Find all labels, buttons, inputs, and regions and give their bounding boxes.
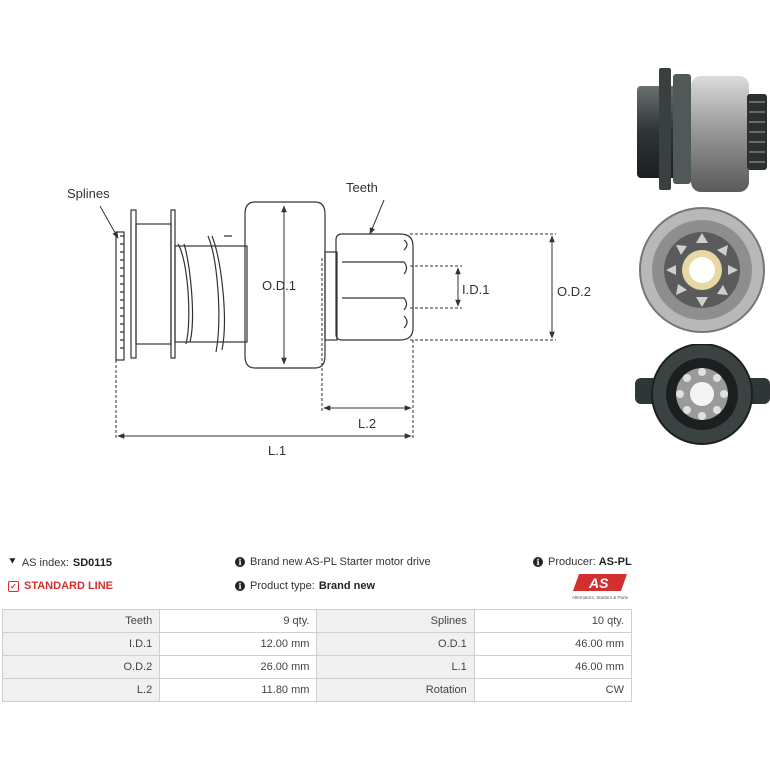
spec-label: Teeth xyxy=(1,609,161,633)
spec-label: Splines xyxy=(316,609,475,633)
info-icon: i xyxy=(533,557,543,567)
spec-label: O.D.1 xyxy=(316,632,475,656)
id1-label: I.D.1 xyxy=(462,282,489,297)
description: i Brand new AS-PL Starter motor drive xyxy=(235,556,431,568)
product-photo-front xyxy=(639,207,765,333)
producer: i Producer: AS-PL xyxy=(533,556,632,568)
spec-value: 11.80 mm xyxy=(159,678,318,702)
table-row: I.D.1 12.00 mm O.D.1 46.00 mm xyxy=(1,632,633,656)
spec-table: Teeth 9 qty. Splines 10 qty. I.D.1 12.00… xyxy=(1,609,633,702)
spec-value: 26.00 mm xyxy=(159,655,318,679)
od2-label: O.D.2 xyxy=(557,284,591,299)
table-row: O.D.2 26.00 mm L.1 46.00 mm xyxy=(1,655,633,679)
spec-label: I.D.1 xyxy=(1,632,161,656)
spec-label: L.1 xyxy=(316,655,475,679)
spec-value: CW xyxy=(473,678,633,702)
splines-leader xyxy=(99,205,119,239)
splines-teeth xyxy=(120,235,124,349)
as-index-value: SD0115 xyxy=(72,556,113,569)
od1-label: O.D.1 xyxy=(262,278,296,293)
check-icon: ✓ xyxy=(8,580,19,592)
spring xyxy=(177,235,232,353)
shaft xyxy=(174,245,248,343)
standard-line[interactable]: ✓ STANDARD LINE xyxy=(8,580,113,592)
splines-label: Splines xyxy=(67,186,110,201)
tag-icon: ⯆ xyxy=(8,556,17,568)
spec-label: Rotation xyxy=(316,678,475,702)
spec-label: O.D.2 xyxy=(1,655,161,679)
flange xyxy=(130,209,137,359)
product-info: ⯆ AS index: SD0115 ✓ STANDARD LINE i Bra… xyxy=(8,556,632,602)
spec-value: 46.00 mm xyxy=(473,632,633,656)
teeth-leader xyxy=(369,199,385,235)
info-icon: i xyxy=(235,581,245,591)
logo-mark: AS Alternators, Starters & Parts xyxy=(572,574,629,600)
product-photo-side xyxy=(637,68,767,192)
clutch-housing xyxy=(244,201,326,369)
info-icon: i xyxy=(235,557,245,567)
splines-plate xyxy=(115,231,125,361)
pinion-gear xyxy=(335,233,414,341)
spec-label: L.2 xyxy=(1,678,161,702)
as-pl-logo: AS Alternators, Starters & Parts xyxy=(565,574,629,602)
as-index: ⯆ AS index: SD0115 xyxy=(8,556,113,569)
teeth-label: Teeth xyxy=(346,180,378,195)
product-photo-back xyxy=(635,344,770,445)
product-type: i Product type: Brand new xyxy=(235,580,375,592)
svg-text:Alternators, Starters & Parts: Alternators, Starters & Parts xyxy=(572,595,629,600)
l2-label: L.2 xyxy=(358,416,376,431)
table-row: L.2 11.80 mm Rotation CW xyxy=(1,678,633,702)
table-row: Teeth 9 qty. Splines 10 qty. xyxy=(1,609,633,633)
technical-drawing: Splines Teeth O.D.1 I.D.1 O.D.2 L.2 L.1 xyxy=(67,180,591,458)
l1-label: L.1 xyxy=(268,443,286,458)
spec-value: 46.00 mm xyxy=(473,655,633,679)
svg-text:AS: AS xyxy=(588,575,609,591)
spec-value: 10 qty. xyxy=(473,609,633,633)
spec-value: 9 qty. xyxy=(159,609,318,633)
spec-value: 12.00 mm xyxy=(159,632,318,656)
